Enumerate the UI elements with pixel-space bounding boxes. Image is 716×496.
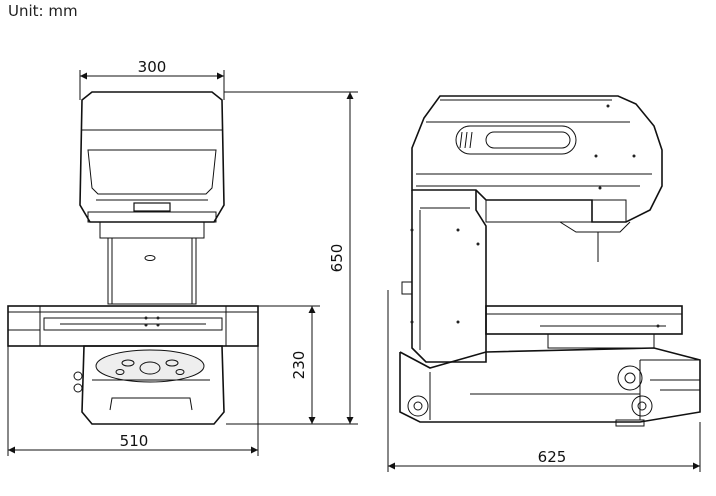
dim-width-top: 300 [138, 58, 167, 76]
dim-height-table: 230 [290, 351, 308, 380]
side-dimensions: 625 [387, 290, 701, 472]
side-view [399, 95, 701, 427]
unit-label: Unit: mm [8, 2, 78, 20]
dim-depth-side: 625 [538, 448, 567, 466]
dim-height-total: 650 [328, 244, 346, 273]
front-dimensions: 300 650 230 510 [7, 58, 358, 456]
dim-width-base: 510 [120, 432, 149, 450]
front-view [7, 91, 259, 425]
